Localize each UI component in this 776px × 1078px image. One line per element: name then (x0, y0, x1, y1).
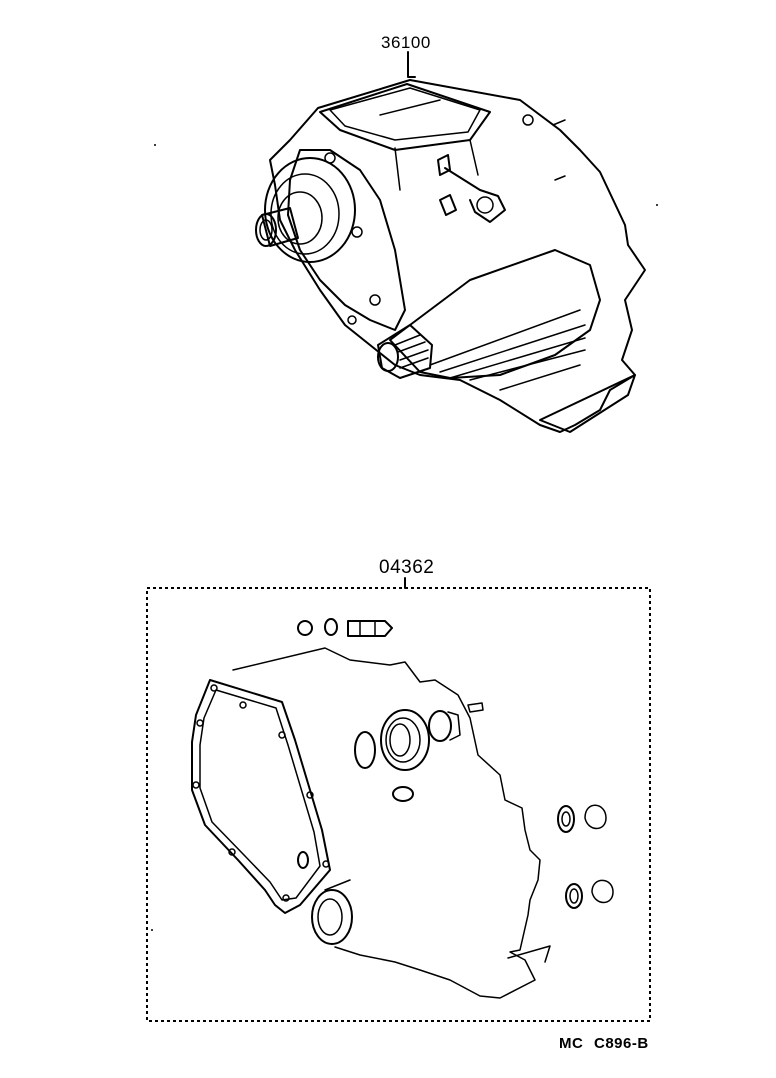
seal-plug-icon (428, 710, 452, 742)
plug-icon (347, 620, 393, 637)
small-seal-right-top-icon (557, 805, 575, 833)
leader-line-36100 (407, 51, 416, 78)
oil-seal-bottom-icon (311, 889, 353, 945)
o-ring-large-icon (354, 731, 376, 769)
oil-seal-icon (380, 709, 430, 771)
washer-icon (297, 620, 313, 636)
figure-code-label: MC C896-B (559, 1035, 649, 1052)
gasket-kit-drawing (191, 618, 614, 999)
part-number-label-transfer-assembly: 36100 (381, 33, 431, 52)
small-seal-icon (392, 786, 414, 802)
o-ring-icon (324, 618, 338, 636)
transfer-case-assembly-drawing (255, 79, 646, 433)
ring-right-top-icon (584, 804, 607, 830)
ring-right-bottom-icon (591, 879, 614, 904)
part-number-label-gasket-kit: 04362 (379, 557, 435, 578)
small-seal-right-bottom-icon (565, 883, 583, 909)
kit-boundary-box (146, 587, 651, 1022)
